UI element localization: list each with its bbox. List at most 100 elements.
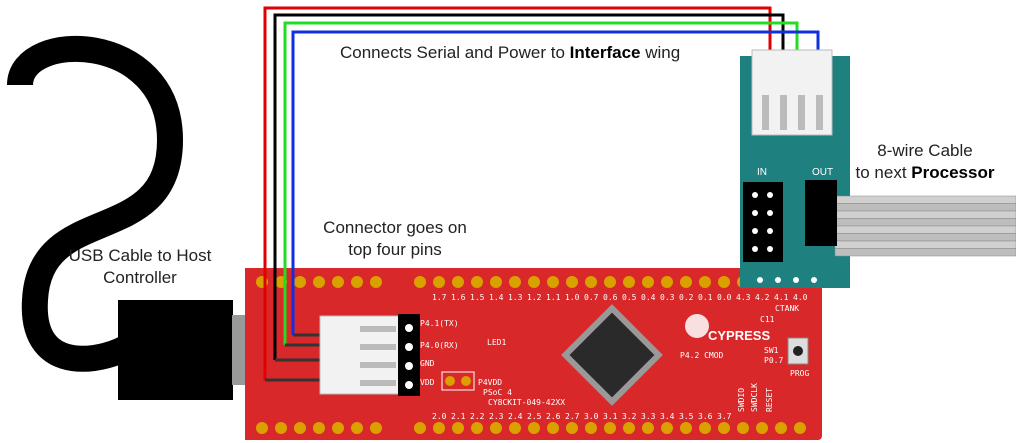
header-pin bbox=[718, 422, 730, 434]
ribbon-cable bbox=[834, 195, 1016, 257]
top-annotation: Connects Serial and Power to Interface w… bbox=[340, 42, 680, 64]
pin-label: 3.1 bbox=[603, 412, 618, 421]
wire-green bbox=[283, 21, 799, 345]
pin-label: 3.5 bbox=[679, 412, 694, 421]
out-connector bbox=[805, 180, 837, 246]
header-pin bbox=[433, 276, 445, 288]
c11-label: C11 bbox=[760, 315, 775, 324]
header-pin bbox=[332, 422, 344, 434]
header-pin bbox=[547, 276, 559, 288]
kit-name-label: CY8CKIT-049-42XX bbox=[488, 398, 565, 407]
pin-label: 3.6 bbox=[698, 412, 713, 421]
header-pin bbox=[414, 276, 426, 288]
header-pin bbox=[452, 422, 464, 434]
header-pin bbox=[585, 276, 597, 288]
header-pin bbox=[256, 422, 268, 434]
ribbon-wire bbox=[834, 203, 1016, 212]
pin-label: 3.7 bbox=[717, 412, 732, 421]
pin-label: 2.0 bbox=[432, 412, 447, 421]
pin-label: 0.1 bbox=[698, 293, 713, 302]
pin-label: 3.0 bbox=[584, 412, 599, 421]
in-header bbox=[743, 182, 783, 262]
annotation-text: to next bbox=[855, 163, 912, 182]
pin-label: 2.7 bbox=[565, 412, 580, 421]
header-pin bbox=[623, 422, 635, 434]
pin-label: 1.6 bbox=[451, 293, 466, 302]
pin-header bbox=[398, 314, 420, 396]
ribbon-wire bbox=[834, 240, 1016, 249]
annotation-text: Connects Serial and Power to bbox=[340, 43, 570, 62]
header-pin bbox=[528, 276, 540, 288]
header-pin bbox=[509, 276, 521, 288]
pin-label: 1.7 bbox=[432, 293, 447, 302]
sw1-label: SW1 bbox=[764, 346, 779, 355]
header-pin bbox=[642, 422, 654, 434]
cmod-label: P4.2 CMOD bbox=[680, 351, 724, 360]
pin-label: 1.0 bbox=[565, 293, 580, 302]
pin-label: 2.3 bbox=[489, 412, 504, 421]
header-pin bbox=[680, 276, 692, 288]
pin-label: 2.4 bbox=[508, 412, 523, 421]
ctank-label: CTANK bbox=[775, 304, 799, 313]
wing-out-label: OUT bbox=[812, 167, 833, 178]
ribbon-wire bbox=[834, 233, 1016, 242]
header-pin bbox=[509, 422, 521, 434]
wire-blue bbox=[291, 30, 820, 335]
header-pin bbox=[275, 422, 287, 434]
header-pin bbox=[433, 422, 445, 434]
header-pin bbox=[623, 276, 635, 288]
prog-label: PROG bbox=[790, 369, 809, 378]
annotation-text: Controller bbox=[103, 268, 177, 287]
p4vdd-label: P4VDD bbox=[478, 378, 502, 387]
cypress-logo-icon bbox=[685, 314, 709, 338]
header-pin bbox=[471, 422, 483, 434]
pin-label: 0.3 bbox=[660, 293, 675, 302]
pin-label: 3.3 bbox=[641, 412, 656, 421]
header-pin bbox=[490, 276, 502, 288]
pin-label: 3.2 bbox=[622, 412, 637, 421]
reset-label: RESET bbox=[765, 388, 774, 412]
header-pin bbox=[490, 422, 502, 434]
side-label: GND bbox=[420, 359, 435, 368]
header-pin bbox=[775, 422, 787, 434]
header-pin bbox=[528, 422, 540, 434]
annotation-text: top four pins bbox=[348, 240, 442, 259]
cypress-logo: CYPRESS bbox=[708, 328, 770, 343]
ribbon-wire bbox=[834, 210, 1016, 219]
header-pin bbox=[351, 422, 363, 434]
header-pin bbox=[313, 422, 325, 434]
side-label: P4.0(RX) bbox=[420, 341, 459, 350]
pin-label: 0.7 bbox=[584, 293, 599, 302]
usb-plug bbox=[118, 300, 233, 400]
ribbon-wire bbox=[834, 225, 1016, 234]
header-pin bbox=[370, 276, 382, 288]
pin-label: 4.3 bbox=[736, 293, 751, 302]
header-pin bbox=[737, 422, 749, 434]
pin-label: 1.2 bbox=[527, 293, 542, 302]
side-label: VDD bbox=[420, 378, 435, 387]
connector-annotation: Connector goes on top four pins bbox=[315, 217, 475, 261]
header-pin bbox=[547, 422, 559, 434]
header-pin bbox=[794, 422, 806, 434]
header-pin bbox=[642, 276, 654, 288]
header-pin bbox=[585, 422, 597, 434]
pin-label: 2.2 bbox=[470, 412, 485, 421]
pin-label: 1.1 bbox=[546, 293, 561, 302]
header-pin bbox=[661, 422, 673, 434]
annotation-text: Connector goes on bbox=[323, 218, 467, 237]
side-label: P4.1(TX) bbox=[420, 319, 459, 328]
header-pin bbox=[680, 422, 692, 434]
header-pin bbox=[313, 276, 325, 288]
header-pin bbox=[756, 422, 768, 434]
pin-label: 2.1 bbox=[451, 412, 466, 421]
swdio-label: SWDIO bbox=[737, 388, 746, 412]
pin-label: 4.0 bbox=[793, 293, 808, 302]
pin-label: 0.2 bbox=[679, 293, 694, 302]
pin-label: 4.1 bbox=[774, 293, 789, 302]
usb-cable bbox=[7, 36, 184, 372]
